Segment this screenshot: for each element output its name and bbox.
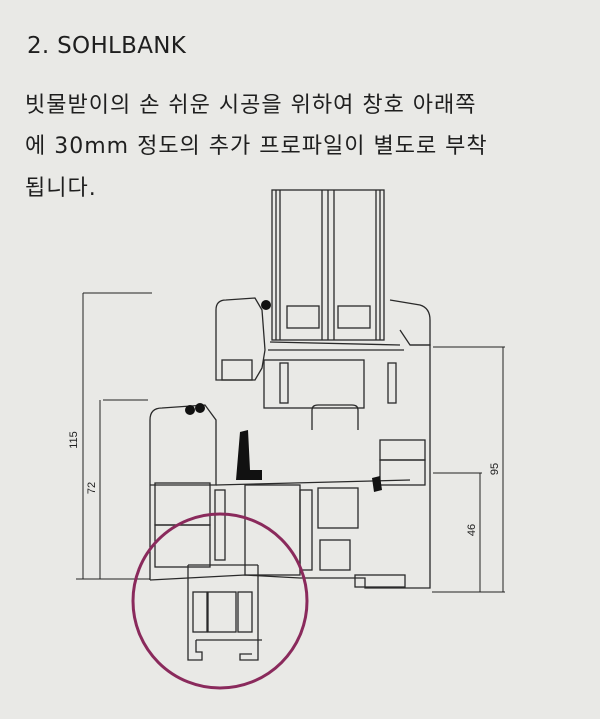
dimension-lines [76, 292, 505, 593]
dimension-95: 95 [489, 463, 501, 475]
highlight-circle [131, 512, 309, 690]
sash-profile [215, 297, 431, 430]
dimension-115: 115 [68, 431, 80, 449]
description-line-1: 빗물받이의 손 쉬운 시공을 위하여 창호 아래쪽 [25, 93, 477, 118]
glazing-unit [268, 189, 404, 351]
frame-profile [149, 344, 431, 589]
dimension-46: 46 [466, 524, 478, 536]
description-line-3: 됩니다. [25, 176, 97, 201]
sill-profile-sohlbank [187, 564, 262, 661]
gaskets [185, 300, 382, 492]
section-heading: 2. SOHLBANK [27, 33, 187, 59]
dimension-72: 72 [86, 482, 98, 494]
description-line-2: 에 30mm 정도의 추가 프로파일이 별도로 부착 [25, 134, 488, 159]
